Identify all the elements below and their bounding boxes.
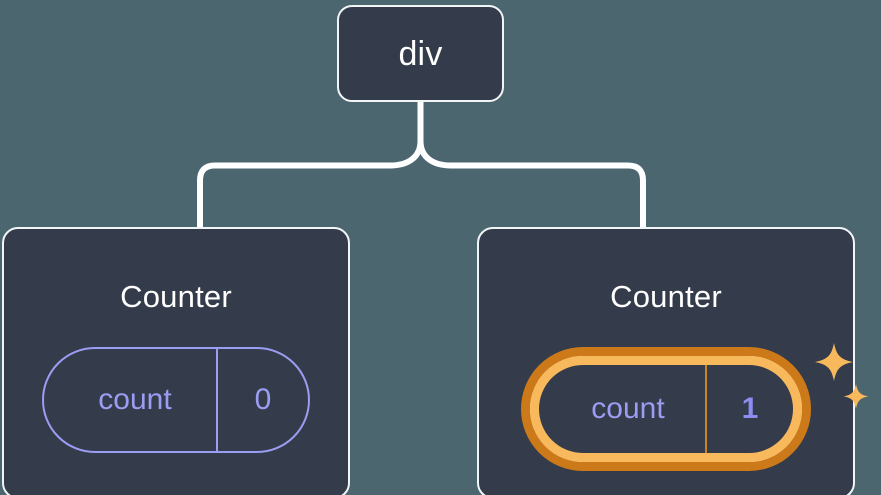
sparkles-group bbox=[815, 343, 869, 409]
state-pill-right-highlight-ring: count 1 bbox=[521, 347, 811, 471]
sparkle-large-icon bbox=[815, 343, 853, 381]
state-pill-right-key: count bbox=[539, 365, 707, 453]
counter-left-title: Counter bbox=[120, 279, 232, 314]
counter-right-title: Counter bbox=[610, 279, 722, 314]
state-pill-left-key: count bbox=[44, 349, 218, 451]
state-pill-left-value: 0 bbox=[254, 383, 272, 416]
node-counter-left[interactable]: Counter count 0 bbox=[2, 227, 350, 495]
state-pill-right-value: 1 bbox=[741, 392, 759, 425]
state-pill-right-wrap: count 1 bbox=[521, 343, 869, 471]
connector-branch-right bbox=[417, 140, 646, 227]
connector-branch-left bbox=[197, 140, 424, 227]
counter-left-content: Counter count 0 bbox=[4, 229, 348, 453]
node-counter-right[interactable]: Counter count 1 bbox=[477, 227, 869, 495]
node-div-label: div bbox=[398, 34, 443, 73]
counter-right-content: Counter count 1 bbox=[479, 229, 869, 471]
sparkle-small-icon bbox=[843, 384, 869, 409]
state-pill-right[interactable]: count 1 bbox=[530, 356, 802, 462]
state-pill-left[interactable]: count 0 bbox=[42, 347, 310, 453]
node-div[interactable]: div bbox=[337, 5, 504, 102]
state-pill-left-wrap: count 0 bbox=[42, 347, 310, 453]
